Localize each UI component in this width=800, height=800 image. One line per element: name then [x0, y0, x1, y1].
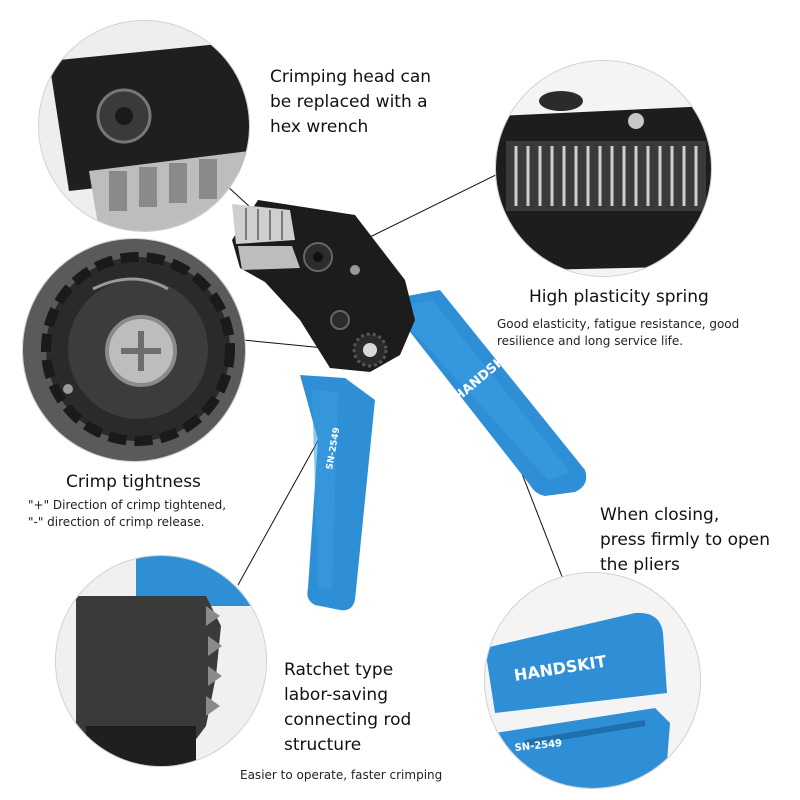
callout-title-line: be replaced with a — [270, 92, 428, 112]
callout-desc-line: "-" direction of crimp release. — [28, 515, 205, 529]
callout-ratchet-desc: Easier to operate, faster crimping — [240, 768, 443, 782]
handles-closeup: HANDSKIT SN-2549 — [485, 573, 700, 788]
direction-arrow-icon — [92, 277, 169, 291]
metal-head — [232, 200, 415, 372]
callout-desc-line: "+" Direction of crimp tightened, — [28, 498, 227, 512]
ratchet-gear-closeup — [56, 556, 266, 766]
left-handle — [300, 375, 375, 611]
callout-closing: When closing, press firmly to open the p… — [600, 503, 770, 578]
callout-title-line: hex wrench — [270, 117, 369, 137]
callout-title-line: Crimping head can — [270, 67, 432, 87]
callout-title: High plasticity spring — [529, 287, 709, 307]
callout-tightness: Crimp tightness "+" Direction of crimp t… — [28, 470, 226, 531]
callout-title-line: structure — [284, 735, 362, 755]
callout-title-line: When closing, — [600, 505, 720, 525]
spring-closeup — [496, 61, 711, 276]
callout-desc-line: Good elasticity, fatigue resistance, goo… — [497, 317, 740, 331]
hex-socket-icon — [115, 107, 133, 125]
callout-desc-line: resilience and long service life. — [497, 334, 684, 348]
callout-title-line: labor-saving — [284, 685, 388, 705]
callout-title: Crimp tightness — [66, 472, 201, 492]
callout-title-line: connecting rod — [284, 710, 412, 730]
callout-title-line: Ratchet type — [284, 660, 394, 680]
crimping-head-closeup — [39, 21, 249, 231]
detail-circle-ratchet — [55, 555, 267, 767]
leader-line-spring — [367, 167, 511, 239]
callout-spring: High plasticity spring Good elasticity, … — [497, 285, 739, 350]
detail-circle-crimping-head — [38, 20, 250, 232]
detail-circle-spring — [495, 60, 712, 277]
callout-title-line: press firmly to open — [600, 530, 771, 550]
callout-title-line: the pliers — [600, 555, 680, 575]
callout-ratchet: Ratchet type labor-saving connecting rod… — [284, 658, 411, 758]
closeup-model-label: SN-2549 — [514, 738, 562, 754]
ratchet-dial-closeup — [23, 239, 245, 461]
callout-crimping-head: Crimping head can be replaced with a hex… — [270, 65, 431, 140]
screw-cross-icon — [121, 331, 161, 371]
detail-circle-closing: HANDSKIT SN-2549 — [484, 572, 701, 789]
right-handle — [385, 290, 587, 496]
detail-circle-tightness — [22, 238, 246, 462]
